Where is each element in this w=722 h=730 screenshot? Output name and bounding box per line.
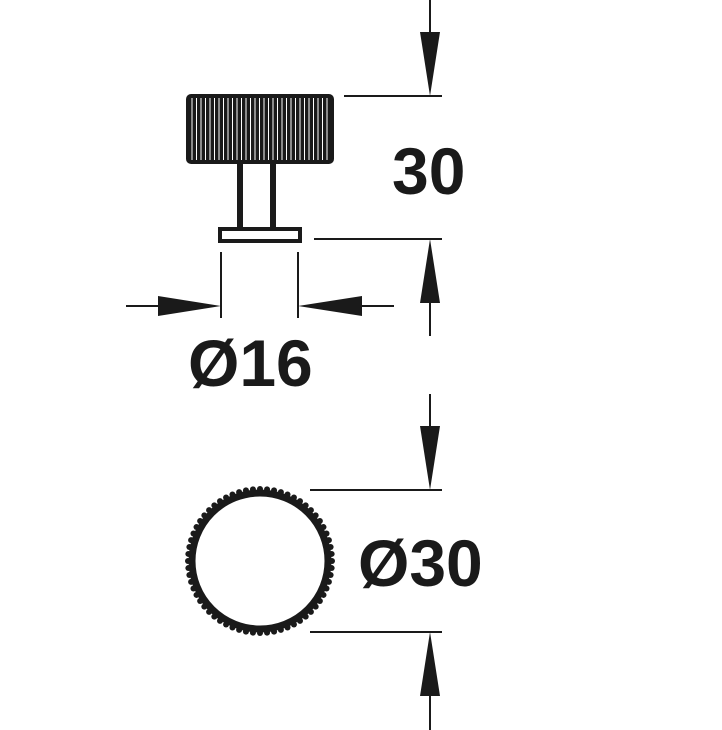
knurl-bump bbox=[249, 629, 256, 636]
knurl-bump bbox=[201, 603, 208, 610]
knurl-bump bbox=[312, 603, 319, 610]
knob-stem-left bbox=[237, 164, 243, 230]
knurl-bump bbox=[186, 543, 193, 550]
head-diameter-label: Ø30 bbox=[358, 526, 483, 600]
knurl-bump bbox=[190, 530, 197, 537]
knurl-bump bbox=[185, 550, 192, 557]
knurl-bump bbox=[257, 486, 263, 492]
knurl-bump bbox=[190, 585, 197, 592]
knurl-bump bbox=[206, 608, 213, 615]
knurl-bump bbox=[329, 558, 335, 564]
knurl-bump bbox=[290, 621, 297, 628]
knurl-bump bbox=[229, 491, 236, 498]
knurl-bump bbox=[249, 486, 256, 493]
knurl-bump bbox=[223, 621, 230, 628]
knurl-bump bbox=[328, 550, 335, 557]
knurl-bump bbox=[302, 613, 309, 620]
knurl-bump bbox=[229, 624, 236, 631]
head-arrow-top-head bbox=[420, 426, 440, 490]
knurl-bump bbox=[223, 494, 230, 501]
stem-diameter-label: Ø16 bbox=[188, 326, 313, 400]
knurl-bump bbox=[271, 487, 278, 494]
stem-diameter-dimension bbox=[126, 252, 394, 318]
knurl-bump bbox=[188, 537, 195, 544]
stem-arrow-left-head bbox=[158, 296, 221, 316]
knurl-bump bbox=[277, 626, 284, 633]
knurl-bump bbox=[307, 608, 314, 615]
knurl-bump bbox=[193, 524, 200, 531]
knob-head-knurling bbox=[191, 98, 328, 160]
knurl-bump bbox=[325, 537, 332, 544]
knurl-bump bbox=[297, 498, 303, 505]
knurl-bump bbox=[284, 491, 291, 498]
knurl-bump bbox=[188, 578, 195, 585]
knurl-bump bbox=[302, 502, 309, 509]
knurl-bump bbox=[290, 494, 297, 501]
knurl-bump bbox=[327, 543, 334, 550]
height-arrow-bottom-head bbox=[420, 239, 440, 303]
knurl-bump bbox=[320, 524, 327, 531]
knurl-bump bbox=[264, 629, 271, 636]
knurl-bump bbox=[316, 598, 323, 604]
knurl-bump bbox=[236, 626, 243, 633]
height-dimension bbox=[314, 0, 442, 336]
knurl-bump bbox=[284, 624, 291, 631]
knurl-bump bbox=[328, 565, 335, 572]
knob-base-plate bbox=[218, 227, 302, 243]
knurl-bump bbox=[242, 487, 249, 494]
height-arrow-top-head bbox=[420, 32, 440, 96]
head-diameter-dimension bbox=[310, 394, 442, 730]
knurl-bump bbox=[217, 498, 223, 505]
knurl-bump bbox=[316, 518, 323, 524]
knurl-bump bbox=[297, 617, 303, 624]
knob-top-view bbox=[185, 486, 335, 636]
stem-arrow-right-head bbox=[298, 296, 362, 316]
knurl-bump bbox=[217, 617, 223, 624]
knurl-bump bbox=[211, 502, 218, 509]
knurl-bump bbox=[323, 585, 330, 592]
knob-stem-right bbox=[270, 164, 276, 230]
knurl-bump bbox=[277, 489, 284, 496]
knurl-bump bbox=[236, 489, 243, 496]
height-dimension-label: 30 bbox=[392, 134, 465, 208]
knurl-bump bbox=[211, 613, 218, 620]
knurl-bump bbox=[185, 558, 191, 564]
knurl-bump bbox=[206, 507, 213, 514]
knurl-bump bbox=[320, 591, 327, 598]
knurl-bump bbox=[264, 486, 271, 493]
knurl-bump bbox=[325, 578, 332, 585]
knurl-bump bbox=[197, 598, 204, 604]
knob-top-circle bbox=[188, 489, 332, 633]
knurl-bump bbox=[197, 518, 204, 524]
knurl-bump bbox=[201, 512, 208, 519]
knob-side-view bbox=[186, 94, 334, 243]
knurl-bump bbox=[312, 512, 319, 519]
knurl-bump bbox=[185, 565, 192, 572]
knurl-bump bbox=[271, 628, 278, 635]
knurl-bump bbox=[307, 507, 314, 514]
knurl-bump bbox=[242, 628, 249, 635]
knurl-bump bbox=[327, 572, 334, 579]
knurl-bump bbox=[186, 572, 193, 579]
head-arrow-bottom-head bbox=[420, 632, 440, 696]
knob-top-knurled-edge bbox=[185, 486, 335, 636]
knurl-bump bbox=[323, 530, 330, 537]
knurl-bump bbox=[193, 591, 200, 598]
knurl-bump bbox=[257, 630, 263, 636]
